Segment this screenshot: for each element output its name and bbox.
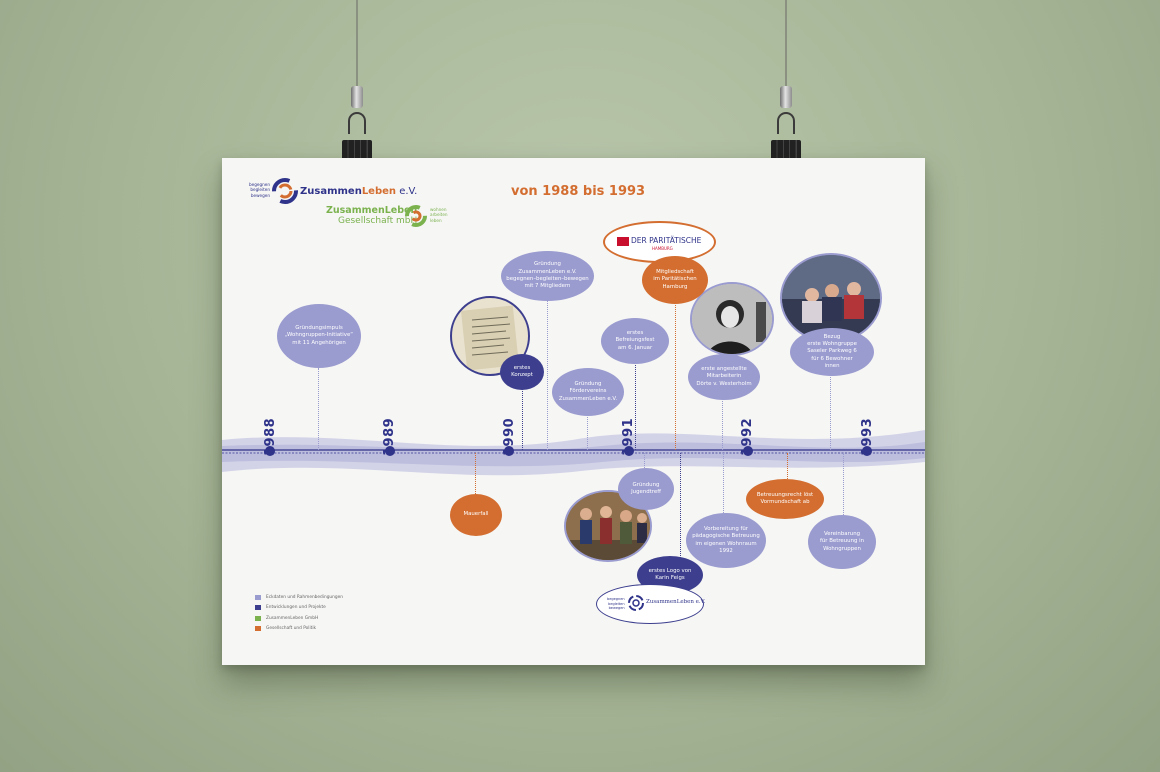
legend-swatch [255,626,261,632]
legend-item: Gesellschaft und Politik [255,624,343,635]
connector-logo [680,453,681,558]
event-gruendung-verein: Gründung ZusammenLeben e.V. begegnen–beg… [501,251,594,301]
paritaetische-logo: DER PARITÄTISCHE HAMBURG [603,221,716,263]
event-bezug-wohngruppe: Bezug erste Wohngruppe Saseler Parkweg 6… [790,328,874,376]
year-dot-1989 [385,446,395,456]
legend-swatch [255,605,261,611]
legend-swatch [255,594,261,600]
year-dot-1988 [265,446,275,456]
event-gruendungsimpuls: Gründungsimpuls „Wohngruppen-Initiative“… [277,304,361,368]
hanging-wire-left [356,0,358,92]
logo1-tagline: begegnen begleiten bewegen [248,182,270,198]
logo2-line1: ZusammenLeben [326,205,418,216]
event-erstes-konzept: erstes Konzept [500,354,544,390]
old-logo-name: ZusammenLeben e.V. [646,599,706,605]
legend-label: Entwicklungen und Projekte [266,605,326,611]
event-betreuungsrecht: Betreuungsrecht löst Vormundschaft ab [746,479,824,519]
paritaetische-flag-icon [617,237,629,246]
event-vereinbarung: Vereinbarung für Betreuung in Wohngruppe… [808,515,876,569]
connector-1988 [318,368,319,450]
legend-label: Eckdaten und Rahmenbedingungen [266,594,343,600]
logo2-text: ZusammenLeben Gesellschaft mbH [326,205,417,226]
gmbh-logo-icon [405,205,427,227]
logo2-line2: Gesellschaft mbH [337,216,418,226]
connector-betreuungsrecht [787,453,788,479]
clamp-cylinder-left [351,86,363,108]
legend-item: Eckdaten und Rahmenbedingungen [255,592,343,603]
event-gruendung-foerderverein: Gründung Fördervereins ZusammenLeben e.V… [552,368,624,416]
connector-vereinbarung [843,453,844,515]
year-dot-1993 [862,446,872,456]
event-gruendung-jugendtreff: Gründung Jugendtreff [618,468,674,510]
document-photo [450,296,530,376]
timeline-poster: begegnen begleiten bewegen ZusammenLeben… [222,158,925,665]
connector-foerderverein [587,415,588,450]
swirl-logo-icon [272,178,298,204]
connector-mitarbeiterin [722,398,723,450]
legend-item: Entwicklungen und Projekte [255,603,343,614]
year-dot-1991 [624,446,634,456]
group-sofa-photo [780,253,882,343]
event-mauerfall: Mauerfall [450,494,502,536]
connector-verein [547,298,548,450]
connector-jugendtreff [644,453,645,468]
connector-konzept [522,388,523,450]
legend-label: Gesellschaft und Politik [266,626,317,632]
event-vorbereitung-betreuung: Vorbereitung für pädagogische Betreuung … [686,513,766,568]
old-logo-swirl-icon [628,595,644,611]
year-dot-1992 [743,446,753,456]
woman-portrait-photo [690,282,774,356]
logo1-name: ZusammenLeben e.V. [300,186,418,197]
paritaetische-sub: HAMBURG [652,246,673,251]
year-dot-1990 [504,446,514,456]
legend-swatch [255,615,261,621]
legend: Eckdaten und Rahmenbedingungen Entwicklu… [255,592,343,634]
connector-befreiungsfest [635,362,636,450]
event-erstes-befreiungsfest: erstes Befreiungsfest am 6. Januar [601,318,669,364]
clamp-cylinder-right [780,86,792,108]
event-erste-mitarbeiterin: erste angestellte Mitarbeiterin Dörte v.… [688,354,760,400]
logo2-tagline: wohnen arbeiten leben [430,207,448,223]
connector-vorbereitung [723,453,724,513]
connector-mauerfall [475,453,476,494]
page-title: von 1988 bis 1993 [511,184,646,199]
hanging-wire-right [785,0,787,92]
connector-wohngruppe [830,374,831,450]
old-logo: begegnen begleiten bewegen ZusammenLeben… [596,584,706,624]
legend-item: ZusammenLeben GmbH [255,613,343,624]
connector-mitgliedschaft [675,302,676,450]
legend-label: ZusammenLeben GmbH [266,615,319,621]
event-mitgliedschaft: Mitgliedschaft im Paritätischen Hamburg [642,256,708,304]
clamp-spring-left [348,112,366,134]
clamp-spring-right [777,112,795,134]
paritaetische-name: DER PARITÄTISCHE [631,236,702,245]
old-logo-tagline: begegnen begleiten bewegen [607,597,625,611]
